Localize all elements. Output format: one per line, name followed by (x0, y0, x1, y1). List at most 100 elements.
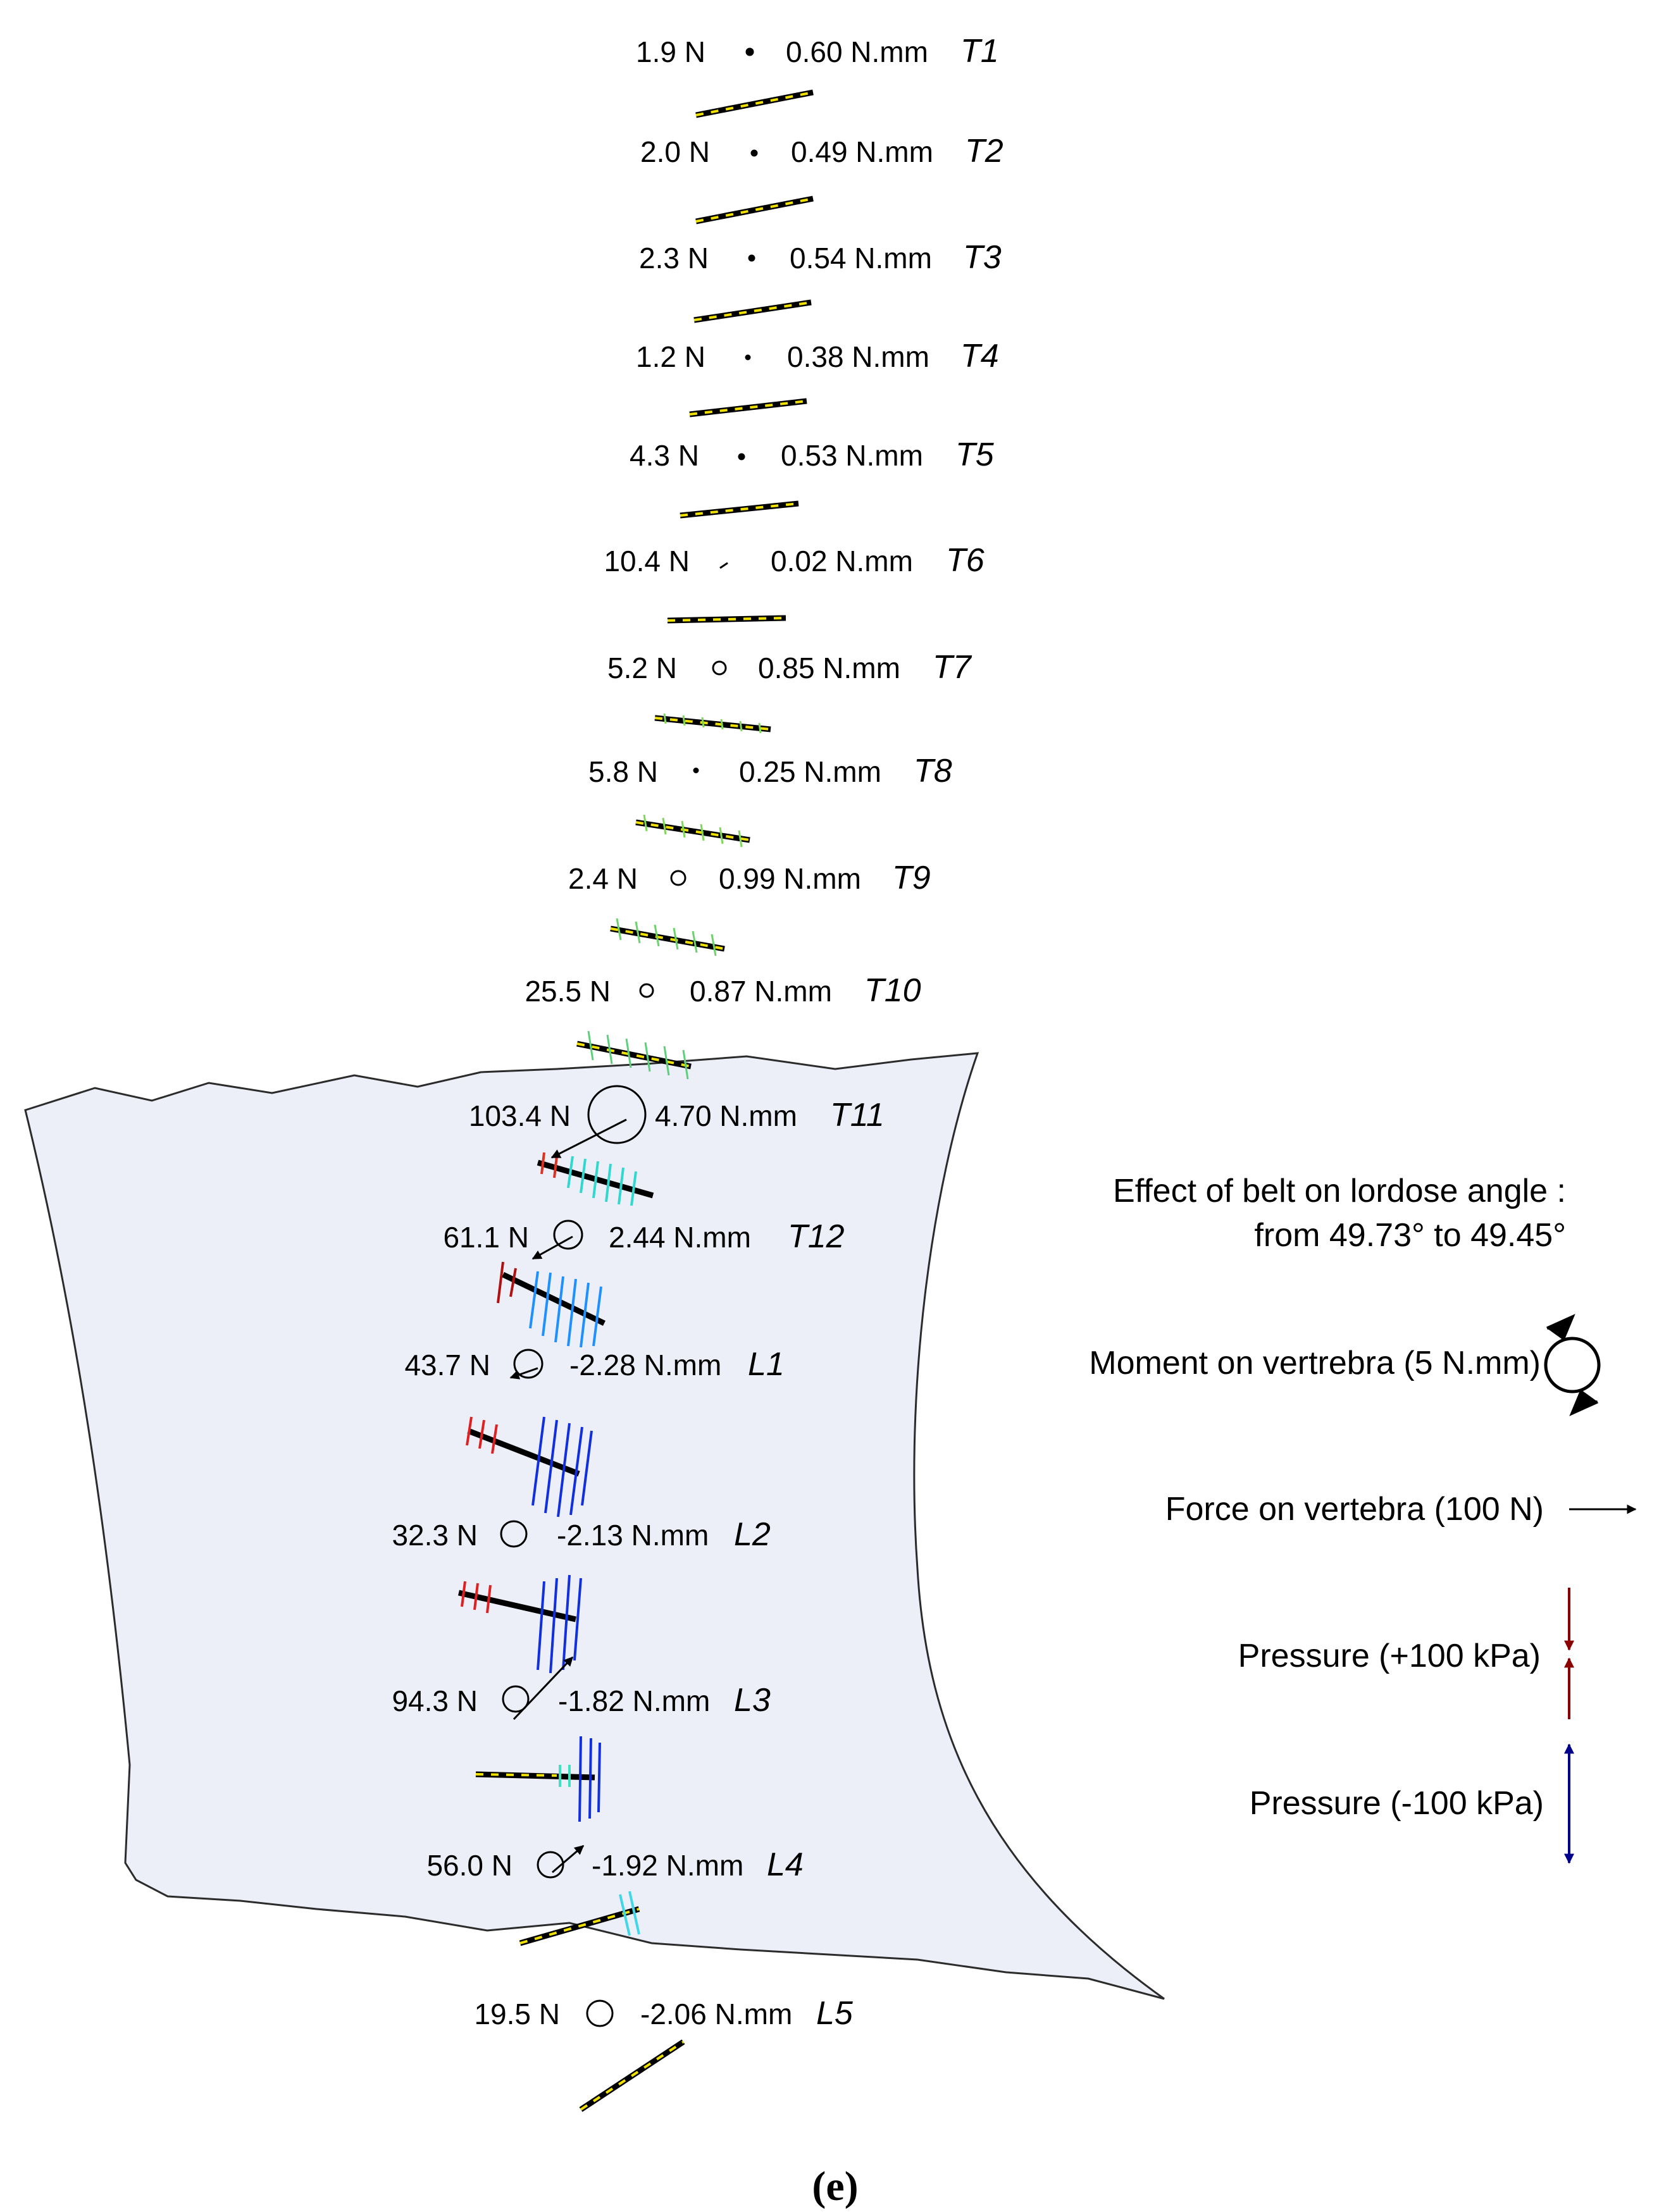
force-label: 10.4 N (604, 545, 690, 578)
force-arrow-l4 (552, 1844, 585, 1874)
moment-icon-t6 (719, 562, 728, 569)
vertebra-t10: 25.5 N 0.87 N.mm T10 (525, 972, 921, 1009)
vertebra-name: T12 (788, 1218, 845, 1255)
legend-pressure-neg-label: Pressure (-100 kPa) (1250, 1785, 1544, 1822)
endplate-t4 (689, 398, 807, 417)
endplate-l1 (466, 1416, 593, 1517)
force-label: 2.3 N (639, 242, 709, 275)
moment-label: 4.70 N.mm (655, 1099, 797, 1132)
moment-icon-l1 (513, 1349, 544, 1379)
moment-label: 0.99 N.mm (719, 862, 861, 895)
endplate-t7 (654, 713, 771, 734)
force-label: 19.5 N (474, 1998, 560, 2030)
moment-label: 0.60 N.mm (786, 35, 928, 68)
legend-force-label: Force on vertebra (100 N) (1165, 1491, 1544, 1528)
moment-icon-t5 (738, 453, 745, 460)
moment-label: -1.92 N.mm (592, 1849, 743, 1882)
moment-icon-l4 (537, 1851, 564, 1879)
vertebra-t1: 1.9 N 0.60 N.mm T1 (636, 33, 999, 70)
vertebra-name: T11 (830, 1097, 885, 1134)
moment-label: -2.13 N.mm (557, 1519, 709, 1552)
vertebra-l2: 32.3 N -2.13 N.mm L2 (392, 1516, 770, 1553)
moment-label: 0.54 N.mm (790, 242, 932, 275)
force-label: 61.1 N (443, 1221, 529, 1254)
vertebra-name: T3 (963, 239, 1002, 276)
endplate-l3 (475, 1736, 601, 1822)
vertebra-t12: 61.1 N 2.44 N.mm T12 (443, 1218, 844, 1255)
force-label: 32.3 N (392, 1519, 478, 1552)
vertebra-name: L3 (734, 1682, 771, 1719)
moment-icon-t12 (553, 1220, 583, 1250)
endplate-t6 (667, 615, 786, 624)
force-label: 103.4 N (469, 1099, 571, 1132)
force-label: 43.7 N (404, 1349, 490, 1381)
moment-icon-t8 (693, 767, 699, 774)
vertebra-l1: 43.7 N -2.28 N.mm L1 (404, 1346, 784, 1383)
moment-icon-t11 (587, 1085, 647, 1144)
moment-label: 0.87 N.mm (690, 975, 832, 1008)
endplate-t9 (610, 918, 725, 956)
vertebra-name: L5 (816, 1995, 854, 2032)
vertebra-name: L1 (748, 1346, 785, 1383)
force-label: 5.2 N (607, 652, 677, 684)
endplates (458, 89, 814, 2112)
moment-label: 0.53 N.mm (781, 439, 923, 472)
moment-icon-t2 (750, 149, 758, 157)
moment-icon-t1 (745, 47, 754, 56)
vertebra-name: T1 (960, 33, 999, 70)
moment-label: 0.02 N.mm (771, 545, 913, 578)
force-label: 2.4 N (568, 862, 638, 895)
moment-icon-l3 (502, 1685, 530, 1713)
moment-icon-t10 (639, 983, 654, 998)
endplate-t8 (635, 814, 750, 848)
endplate-t1 (695, 89, 814, 118)
force-arrow-t11 (550, 1118, 627, 1159)
endplate-l5 (579, 2039, 685, 2112)
moment-icon-t4 (745, 354, 751, 361)
moment-label: -1.82 N.mm (558, 1684, 710, 1717)
vertebra-name: T6 (946, 542, 985, 579)
vertebra-name: L2 (734, 1516, 771, 1553)
vertebra-name: L4 (767, 1846, 804, 1883)
vertebra-t11: 103.4 N 4.70 N.mm T11 (469, 1097, 885, 1134)
force-label: 1.2 N (636, 340, 705, 373)
endplate-t3 (693, 299, 812, 323)
moment-icon-t9 (670, 870, 686, 886)
moment-icon-t3 (748, 254, 755, 262)
force-label: 25.5 N (525, 975, 611, 1008)
moment-icon-t7 (712, 660, 727, 676)
endplate-t2 (695, 195, 814, 225)
force-label: 5.8 N (588, 755, 658, 788)
endplate-t11 (537, 1152, 654, 1206)
legend-moment-icon (1544, 1314, 1601, 1416)
moment-label: -2.28 N.mm (569, 1349, 721, 1381)
moment-label: 0.25 N.mm (739, 755, 881, 788)
vertebra-name: T7 (933, 649, 972, 686)
moment-label: 0.85 N.mm (758, 652, 900, 684)
figure-caption: (e) (812, 2163, 858, 2209)
force-label: 94.3 N (392, 1684, 478, 1717)
force-label: 2.0 N (640, 135, 710, 168)
force-arrow-l1 (509, 1367, 538, 1380)
vertebra-t6: 10.4 N 0.02 N.mm T6 (604, 542, 984, 579)
endplate-t12 (497, 1261, 606, 1348)
vertebra-name: T10 (864, 972, 921, 1009)
vertebra-name: T2 (965, 133, 1003, 170)
endplate-l2 (458, 1574, 582, 1674)
legend: Effect of belt on lordose angle : from 4… (1089, 1173, 1637, 1864)
vertebra-l3: 94.3 N -1.82 N.mm L3 (392, 1682, 770, 1719)
vertebra-name: T5 (955, 436, 995, 473)
force-arrow-t12 (531, 1235, 573, 1260)
legend-pressure-pos-label: Pressure (+100 kPa) (1238, 1638, 1541, 1674)
force-label: 1.9 N (636, 35, 705, 68)
force-label: 4.3 N (630, 439, 699, 472)
moment-label: 2.44 N.mm (609, 1221, 751, 1254)
